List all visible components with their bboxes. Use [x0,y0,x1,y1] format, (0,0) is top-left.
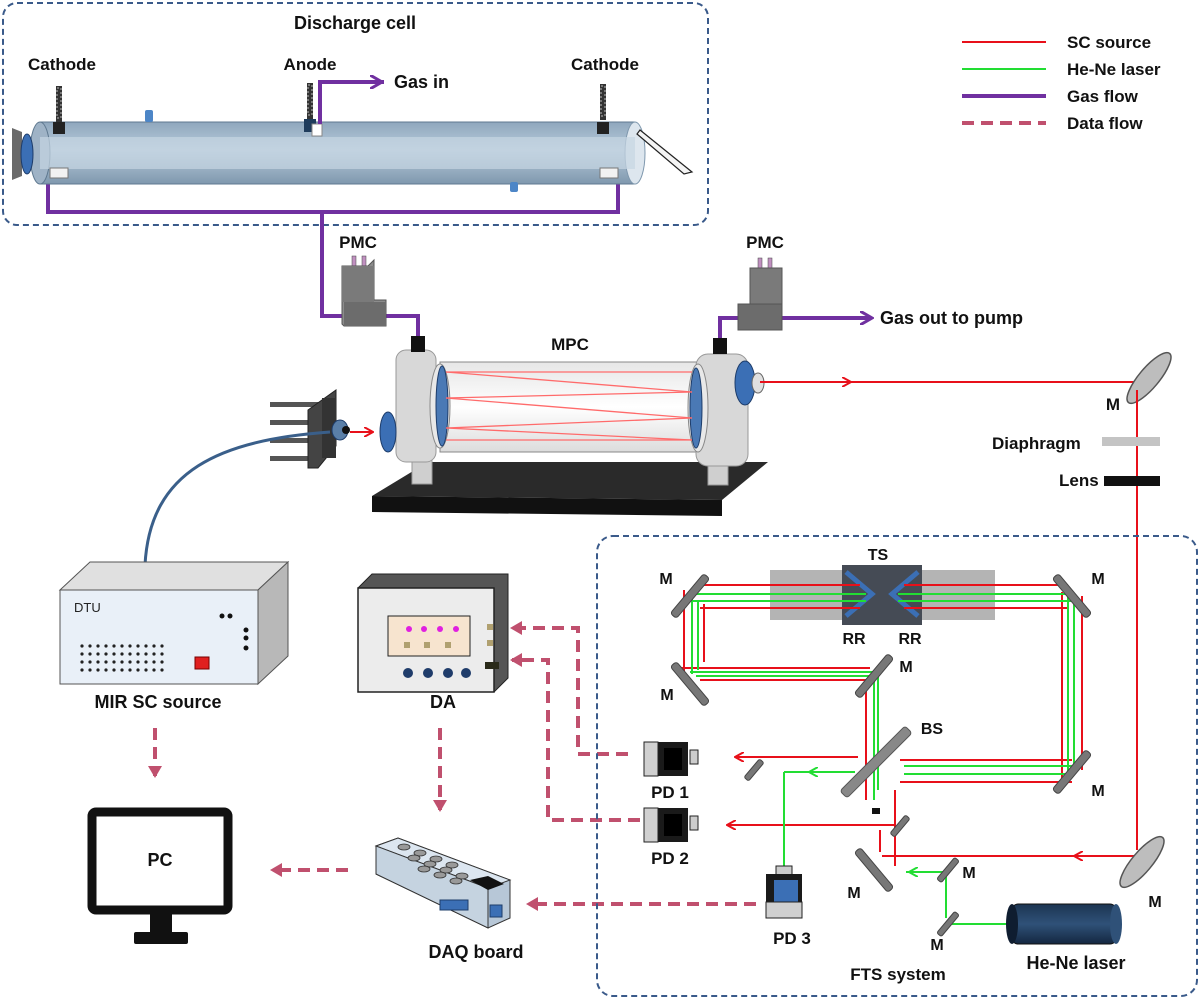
gas-flow-return-line [46,168,620,214]
pmc-right-label: PMC [746,233,784,252]
daq-label: DAQ board [428,942,523,962]
mpc-glass-tube [439,361,699,453]
lens-label: Lens [1059,471,1099,490]
m-label-7: M [962,865,975,882]
mirror-top-right-label: M [1106,395,1120,414]
fts-frame [596,535,1198,997]
discharge-cell-title: Discharge cell [294,13,416,33]
m-label-3: M [660,687,673,704]
m-label-1: M [659,571,672,588]
mpc-label: MPC [551,335,589,354]
pmc-right [737,257,783,331]
fts-system: TS RR RR BS M M M M M M M M M PD 1 PD 2 … [596,535,1198,997]
cathode-right-electrode [597,84,609,134]
gas-line-mpc-to-pmc-right [718,316,738,340]
hene-laser-tube [1006,903,1122,945]
m-label-6: M [847,885,860,902]
fts-mirror-mc [854,654,894,698]
pc-monitor: PC [87,807,233,944]
pd2-label: PD 2 [651,849,689,868]
fts-mirror-ml [670,662,710,706]
m-label-9: M [1148,894,1161,911]
legend-gas-label: Gas flow [1067,87,1139,106]
mir-sc-source-unit: DTU [58,560,290,686]
fts-mirror-hene-b [937,911,959,937]
mpc-base-plate [372,462,768,500]
m-label-5: M [1091,783,1104,800]
pmc-left [341,255,387,327]
right-window [636,129,694,175]
fts-mirror-mr [1052,750,1092,794]
gas-in-label: Gas in [394,72,449,92]
cathode-left-label: Cathode [28,55,96,74]
cathode-left-electrode [53,86,65,134]
legend-hene-label: He-Ne laser [1067,60,1161,79]
hene-laser-label: He-Ne laser [1026,953,1125,973]
legend: SC source He-Ne laser Gas flow Data flow [962,33,1161,133]
left-window-mount [12,128,22,180]
anode-label: Anode [284,55,337,74]
pd2-detector [643,807,699,843]
anode-electrode [304,83,323,137]
mpc-left-mirror [435,365,449,447]
diaphragm-label: Diaphragm [992,434,1081,453]
m-label-4: M [899,659,912,676]
data-flow-pd1-to-da [510,621,628,756]
legend-sc-label: SC source [1067,33,1151,52]
daq-connectors [397,843,469,885]
gas-out-label: Gas out to pump [880,308,1023,328]
rr-left-label: RR [842,631,866,648]
fts-hene-beams [690,593,1075,925]
pmc-left-label: PMC [339,233,377,252]
diaphragm [1102,437,1160,446]
port-top [145,110,153,122]
m-label-2: M [1091,571,1104,588]
left-window [20,133,34,175]
sc-source-vent-grid [80,644,164,672]
fts-mirror-hene-a [937,857,959,883]
legend-data-label: Data flow [1067,114,1143,133]
fts-title: FTS system [850,965,945,984]
gas-line-to-pmc-left [320,212,346,318]
m-label-8: M [930,937,943,954]
sc-source-brand: DTU [74,600,101,615]
mpc-multipass-beams [445,371,693,441]
pc-screen-label: PC [147,850,172,870]
mpc-right-mirror [689,367,703,449]
fts-mirror-tl [670,574,710,618]
fts-mirror-bottom-left [854,848,894,892]
tube-bore [40,137,635,169]
mirror-top-right [1126,351,1172,405]
sc-source-red-button [194,656,210,670]
fts-mirror-small-b [890,815,910,837]
pd3-label: PD 3 [773,929,811,948]
discharge-cell-frame [2,2,709,226]
fts-mirror-small-a [744,759,764,781]
discharge-cell: Discharge cell [2,2,709,226]
gas-in-line [318,82,380,124]
da-label: DA [430,692,456,712]
beam-splitter [840,726,912,798]
lens [1104,476,1160,486]
pd3-detector [765,865,803,919]
cathode-right-label: Cathode [571,55,639,74]
fiber-collimator-mount [270,389,350,469]
port-bottom [510,182,518,192]
daq-board [374,837,512,929]
gas-line-pmc-left-to-mpc [386,314,420,340]
fts-mirror-input [1119,835,1165,889]
fts-mirror-tr [1052,574,1092,618]
pd1-label: PD 1 [651,783,689,802]
data-flow-pd2-to-da [510,653,640,822]
da-unit [357,573,509,693]
rr-right-label: RR [898,631,922,648]
sc-source-label: MIR SC source [94,692,221,712]
bs-label: BS [921,721,944,738]
mpc-cell [372,336,768,516]
pd1-detector [643,741,699,777]
fiber-cable [143,430,331,566]
ts-label: TS [868,547,889,564]
